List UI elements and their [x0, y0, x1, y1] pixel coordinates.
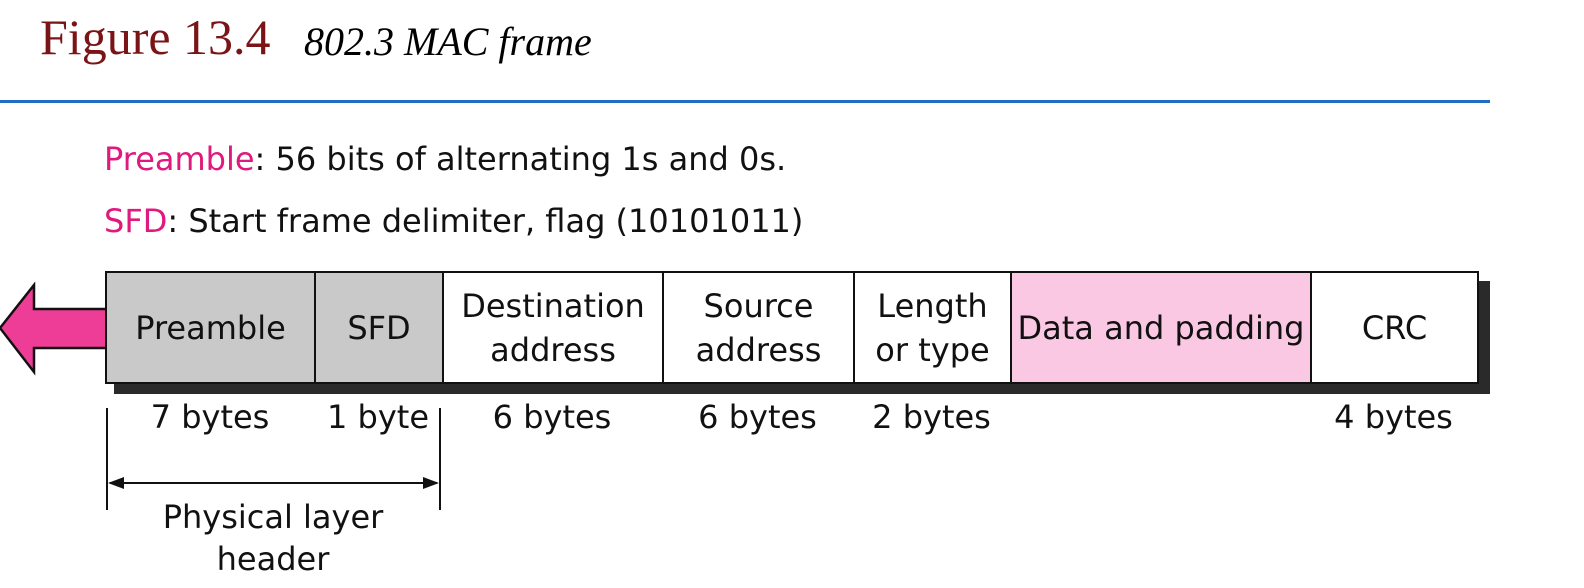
field-label: Length or type [875, 286, 990, 369]
field-preamble: Preamble [107, 273, 316, 382]
span-arrowhead-left-icon [108, 477, 124, 489]
header-divider [0, 100, 1490, 103]
direction-arrow-icon [0, 281, 109, 376]
field-sfd: SFD [316, 273, 444, 382]
field-label: CRC [1361, 308, 1428, 347]
definition-text: : 56 bits of alternating 1s and 0s. [254, 140, 787, 178]
size-preamble: 7 bytes [150, 398, 270, 436]
field-source-address: Source address [664, 273, 855, 382]
definition-sfd: SFD: Start frame delimiter, flag (101010… [104, 202, 803, 240]
size-sfd: 1 byte [326, 398, 429, 436]
field-label: Source address [695, 286, 822, 369]
definition-preamble: Preamble: 56 bits of alternating 1s and … [104, 140, 786, 178]
field-label: Destination address [461, 286, 645, 369]
field-data-and-padding: Data and padding [1012, 273, 1312, 382]
definition-term: Preamble [104, 140, 255, 178]
field-label: Data and padding [1017, 308, 1305, 347]
physical-layer-header-label: Physical layer header [162, 498, 384, 578]
field-destination-address: Destination address [444, 273, 664, 382]
size-destination-address: 6 bytes [492, 398, 612, 436]
field-label: SFD [347, 308, 411, 347]
mac-frame: Preamble SFD Destination address Source … [105, 271, 1479, 384]
definition-text: : Start frame delimiter, flag (10101011) [167, 202, 804, 240]
span-arrowhead-right-icon [423, 477, 439, 489]
field-crc: CRC [1312, 273, 1477, 382]
field-label: Preamble [135, 308, 286, 347]
size-crc: 4 bytes [1334, 398, 1453, 436]
size-source-address: 6 bytes [698, 398, 817, 436]
definition-term: SFD [104, 202, 168, 240]
figure-caption: 802.3 MAC frame [304, 19, 592, 64]
figure-number: Figure 13.4 [40, 9, 271, 65]
size-length-or-type: 2 bytes [872, 398, 991, 436]
field-length-or-type: Length or type [855, 273, 1012, 382]
